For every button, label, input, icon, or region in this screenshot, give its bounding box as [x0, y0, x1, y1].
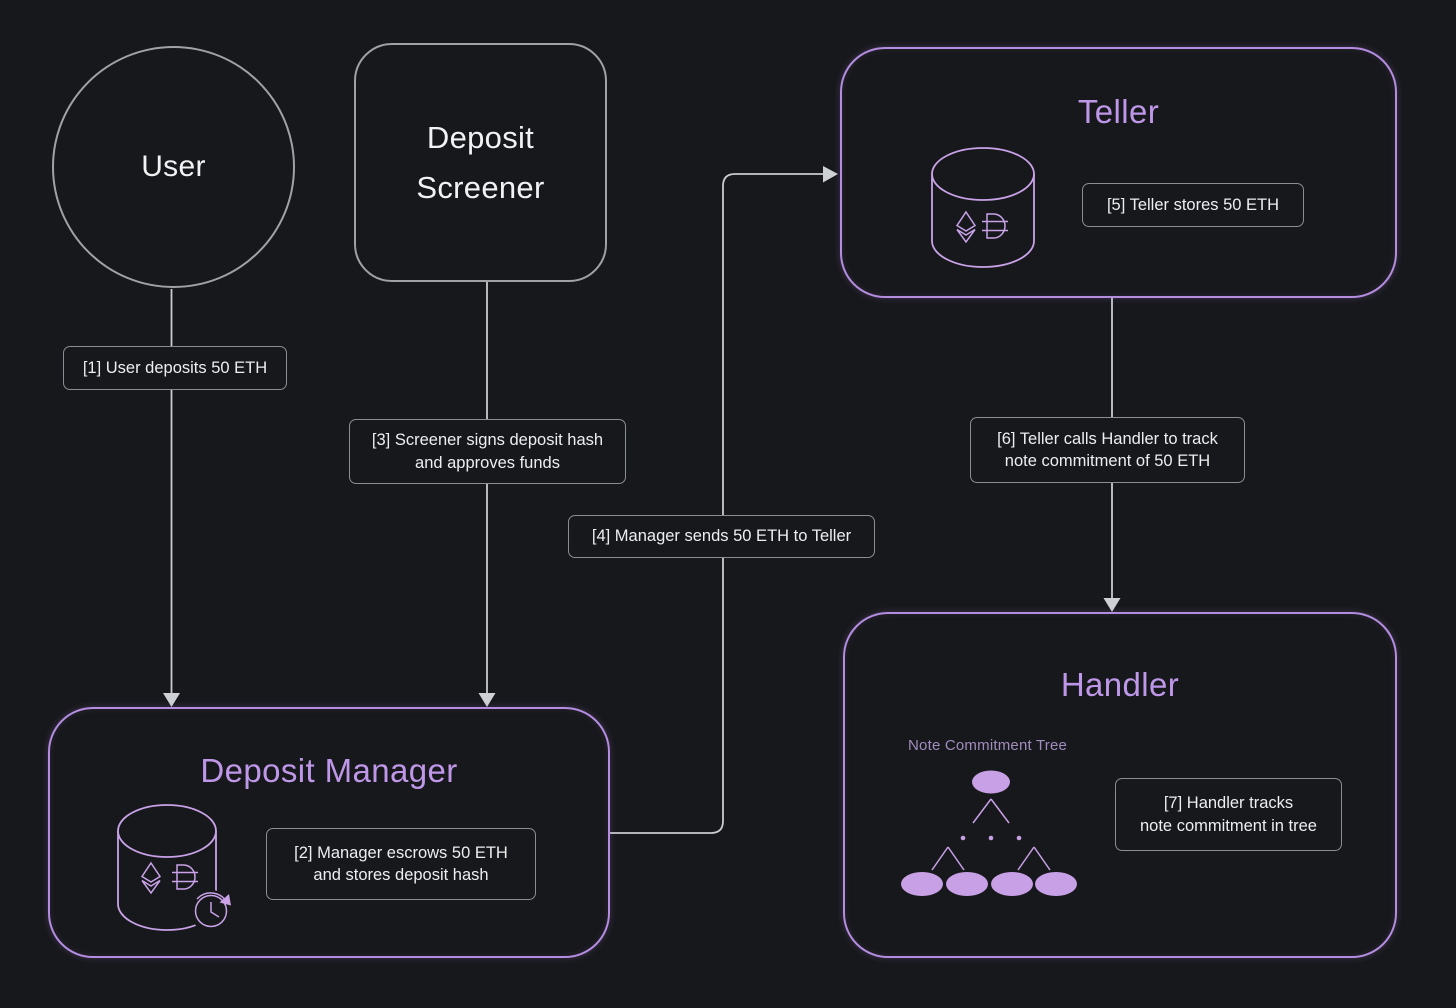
node-teller: Teller	[840, 47, 1397, 298]
step-6-line2: note commitment of 50 ETH	[1004, 452, 1211, 470]
manager-database-icon	[117, 804, 232, 932]
eth-icon	[140, 861, 162, 895]
step-3-line1: [3] Screener signs deposit hash	[371, 431, 604, 450]
step-1-label: [1] User deposits 50 ETH	[63, 346, 287, 390]
arrowhead-down-icon	[478, 693, 496, 707]
step-7-line2: note commitment in tree	[1140, 816, 1317, 835]
step-7-label: [7] Handler tracks note commitment in tr…	[1115, 778, 1342, 851]
step-6-label: [6] Teller calls Handler to track note c…	[970, 417, 1245, 483]
step-2-line1: [2] Manager escrows 50 ETH	[294, 843, 508, 862]
node-deposit-manager: Deposit Manager	[48, 707, 610, 958]
step-4-label: [4] Manager sends 50 ETH to Teller	[568, 515, 875, 558]
arrowhead-right-icon	[823, 166, 838, 183]
eth-icon	[955, 210, 977, 244]
user-label: User	[141, 150, 206, 183]
arrowhead-down-icon	[163, 693, 180, 707]
step-5-line1: [5] Teller stores 50 ETH	[1106, 195, 1280, 214]
step-6-line1: [6] Teller calls Handler to track	[997, 429, 1218, 448]
dai-icon	[982, 213, 1008, 239]
dai-icon	[172, 864, 198, 890]
node-handler: Handler	[843, 612, 1397, 958]
step-2-label: [2] Manager escrows 50 ETH and stores de…	[266, 828, 536, 900]
teller-database-icon	[931, 147, 1035, 268]
step-4-line1: [4] Manager sends 50 ETH to Teller	[591, 527, 852, 546]
step-2-line2: and stores deposit hash	[313, 866, 489, 884]
deposit-manager-title: Deposit Manager	[200, 752, 458, 789]
pending-clock-icon	[190, 890, 232, 932]
connector-screener-to-manager	[478, 282, 496, 707]
step-7-line1: [7] Handler tracks	[1163, 794, 1294, 813]
step-5-label: [5] Teller stores 50 ETH	[1082, 183, 1304, 227]
step-3-label: [3] Screener signs deposit hash and appr…	[349, 419, 626, 484]
deposit-screener-label-line2: Screener	[416, 169, 545, 205]
step-1-line1: [1] User deposits 50 ETH	[82, 358, 268, 377]
node-deposit-screener: Deposit Screener	[354, 43, 607, 282]
teller-title: Teller	[1077, 93, 1160, 130]
handler-title: Handler	[1060, 666, 1180, 703]
deposit-screener-label-line1: Deposit	[426, 119, 535, 155]
connector-manager-to-teller	[610, 166, 838, 834]
step-3-line2: and approves funds	[415, 453, 560, 472]
node-user: User	[52, 46, 295, 288]
note-commitment-tree-label: Note Commitment Tree	[908, 737, 1068, 754]
merkle-tree-icon	[901, 770, 1077, 896]
arrowhead-down-icon	[1103, 598, 1121, 612]
